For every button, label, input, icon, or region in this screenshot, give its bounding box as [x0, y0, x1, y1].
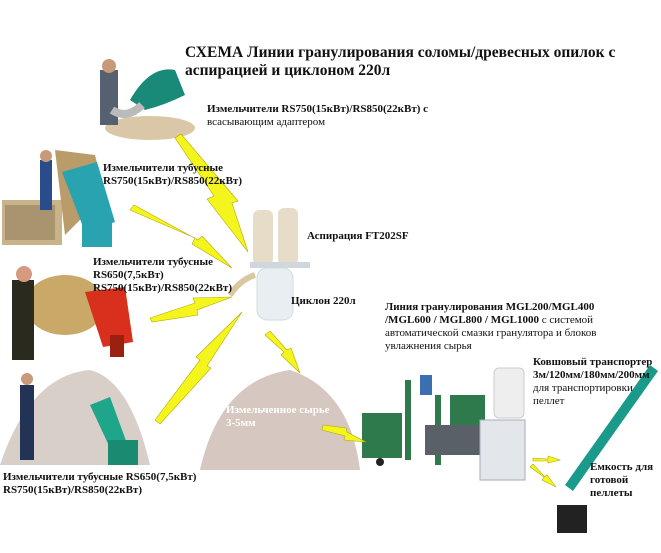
label-line: увлажнения сырья: [385, 340, 472, 352]
bucket-conveyor: [565, 365, 658, 491]
photo-shredder-tube-2: [12, 266, 133, 360]
shredder-tube-2-label: Измельчители тубусные RS650(7,5кВт) RS75…: [93, 256, 232, 295]
label-line: автоматической смазки гранулятора и блок…: [385, 327, 597, 339]
label-line: Измельчители тубусные RS650(7,5кВт): [3, 471, 197, 483]
shredder-adapter-label: Измельчители RS750(15кВт)/RS850(22кВт) с…: [207, 103, 428, 129]
arrow-icon: [321, 424, 367, 443]
label-line: Измельченное сырье: [226, 404, 330, 416]
label-line: всасывающим адаптером: [207, 116, 326, 128]
shredder-tube-3-label: Измельчители тубусные RS650(7,5кВт) RS75…: [3, 471, 196, 497]
arrow-icon: [154, 311, 243, 425]
arrow-icon: [264, 330, 301, 374]
shredder-tube-1-label: Измельчители тубусные RS750(15кВт)/RS850…: [103, 162, 242, 188]
label-line: Измельчители тубусные: [93, 256, 213, 268]
aspiration-cyclone: [227, 208, 310, 321]
cyclone-label: Циклон 220л: [291, 295, 356, 307]
label-line: RS650(7,5кВт): [93, 269, 164, 281]
label-line: 3м/120мм/180мм/200мм: [533, 369, 650, 381]
label-line: /MGL600 / MGL800 / MGL1000: [385, 314, 539, 326]
label-line: Измельчители RS750(15кВт)/RS850(22кВт) с: [207, 103, 429, 115]
sawdust-pile: [200, 370, 360, 470]
label-line: для транспортировки: [533, 382, 633, 394]
arrow-icon: [149, 296, 233, 323]
label-line: Ковшовый транспортер: [533, 356, 653, 368]
label-line: Линия гранулирования MGL200/MGL400: [385, 301, 595, 313]
label-line: с системой: [539, 314, 594, 326]
label-line: RS750(15кВт)/RS850(22кВт): [103, 175, 242, 187]
label-line: Измельчители тубусные: [103, 162, 223, 174]
aspiration-label: Аспирация FT202SF: [307, 230, 409, 242]
arrow-icon: [129, 204, 233, 269]
label-line: Емкость для: [590, 461, 654, 473]
title-line: аспирацией и циклоном 220л: [185, 62, 391, 79]
container-label: Емкость для готовой пеллеты: [590, 461, 653, 500]
arrow-icon: [174, 133, 249, 253]
flow-arrows: [129, 133, 562, 488]
page-title: СХЕМА Линии гранулирования соломы/древес…: [185, 44, 625, 80]
label-line: RS750(15кВт)/RS850(22кВт): [3, 484, 142, 496]
conveyor-label: Ковшовый транспортер 3м/120мм/180мм/200м…: [533, 356, 652, 408]
arrow-icon: [532, 455, 562, 464]
label-line: пеллет: [533, 395, 565, 407]
photo-shredder-tube-3: [0, 370, 150, 465]
pellet-container: [557, 505, 587, 533]
photo-shredder-tube-1: [2, 150, 115, 247]
granulation-line-label: Линия гранулирования MGL200/MGL400 /MGL6…: [385, 301, 596, 353]
raw-material-label: Измельченное сырье 3-5мм: [226, 404, 330, 430]
arrow-icon: [529, 463, 557, 488]
label-line: 3-5мм: [226, 417, 256, 429]
label-line: пеллеты: [590, 487, 633, 499]
granulation-line: [362, 367, 526, 481]
label-line: готовой: [590, 474, 629, 486]
label-line: RS750(15кВт)/RS850(22кВт): [93, 282, 232, 294]
title-line: СХЕМА Линии гранулирования соломы/древес…: [185, 44, 616, 61]
photo-shredder-adapter: [100, 59, 195, 140]
